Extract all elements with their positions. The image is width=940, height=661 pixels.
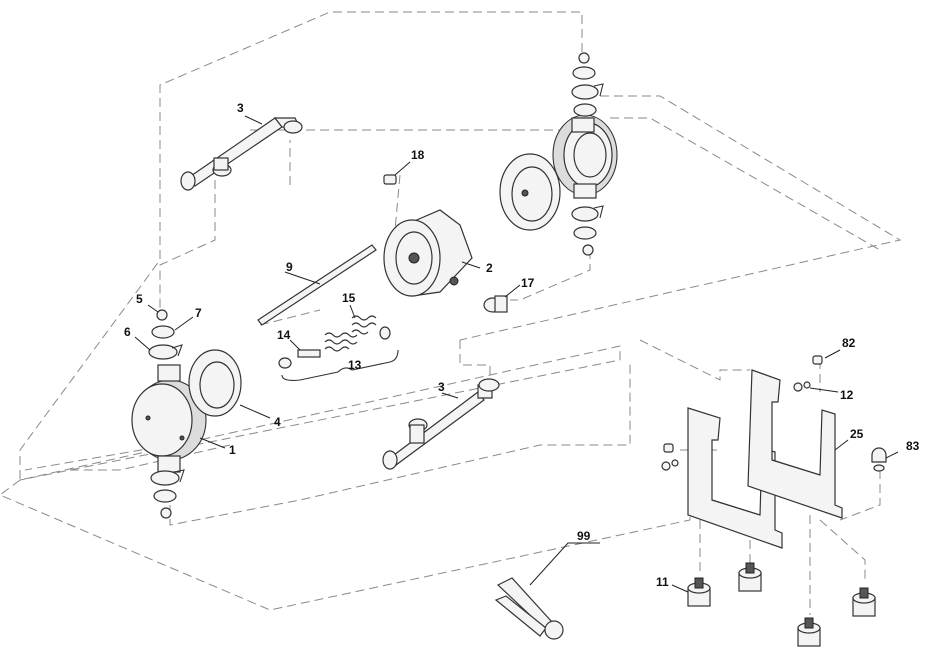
foot-2[interactable]: [738, 562, 762, 592]
callout-6: 6: [124, 325, 131, 339]
left-valve-stack-top[interactable]: [148, 309, 183, 360]
callout-18: 18: [411, 148, 425, 162]
callout-3-upper: 3: [237, 101, 244, 115]
callout-9: 9: [286, 260, 293, 274]
callout-2: 2: [486, 261, 493, 275]
right-valve-stack-bottom[interactable]: [571, 205, 604, 256]
callout-13: 13: [348, 358, 362, 372]
assembly-guide-lines: [0, 11, 902, 615]
air-valve-part-17[interactable]: [483, 295, 508, 313]
washer-part-12[interactable]: [793, 381, 811, 392]
callout-14: 14: [277, 328, 291, 342]
bolt-pair-left[interactable]: [661, 443, 679, 471]
callout-4: 4: [274, 415, 281, 429]
callout-12: 12: [840, 388, 854, 402]
diaphragm-right[interactable]: [499, 153, 561, 231]
shaft-rod[interactable]: [257, 244, 377, 326]
callout-25: 25: [850, 427, 864, 441]
callout-83: 83: [906, 439, 920, 453]
manifold-pipe-upper[interactable]: [180, 117, 303, 191]
callout-7: 7: [195, 306, 202, 320]
cap-nut-part-83[interactable]: [871, 447, 887, 472]
callout-3-lower: 3: [438, 380, 445, 394]
pump-chamber-right[interactable]: [552, 114, 618, 199]
callout-leaders: [134, 115, 899, 593]
left-valve-stack-bottom[interactable]: [150, 469, 185, 519]
bolt-part-82[interactable]: [812, 355, 823, 365]
diaphragm-left[interactable]: [188, 349, 242, 417]
center-housing[interactable]: [383, 209, 473, 297]
plug-part-18[interactable]: [383, 174, 397, 185]
callout-82: 82: [842, 336, 856, 350]
callout-5: 5: [136, 292, 143, 306]
spring-assembly[interactable]: [278, 315, 399, 381]
manifold-pipe-lower[interactable]: [382, 378, 500, 470]
wrench-tool[interactable]: [494, 577, 564, 640]
pump-chamber-left[interactable]: [131, 364, 207, 473]
callout-labels: 1 2 3 3 4 5 6 7 9 11 12 13 14 15 17 18 2…: [124, 101, 920, 589]
foot-4[interactable]: [852, 587, 876, 617]
foot-1[interactable]: [687, 577, 711, 607]
callout-11: 11: [656, 575, 669, 589]
callout-1: 1: [229, 443, 236, 457]
foot-3[interactable]: [797, 617, 821, 647]
callout-99: 99: [577, 529, 591, 543]
stand-frame[interactable]: [687, 369, 843, 549]
callout-15: 15: [342, 291, 356, 305]
callout-17: 17: [521, 276, 535, 290]
right-valve-stack-top[interactable]: [571, 52, 604, 117]
